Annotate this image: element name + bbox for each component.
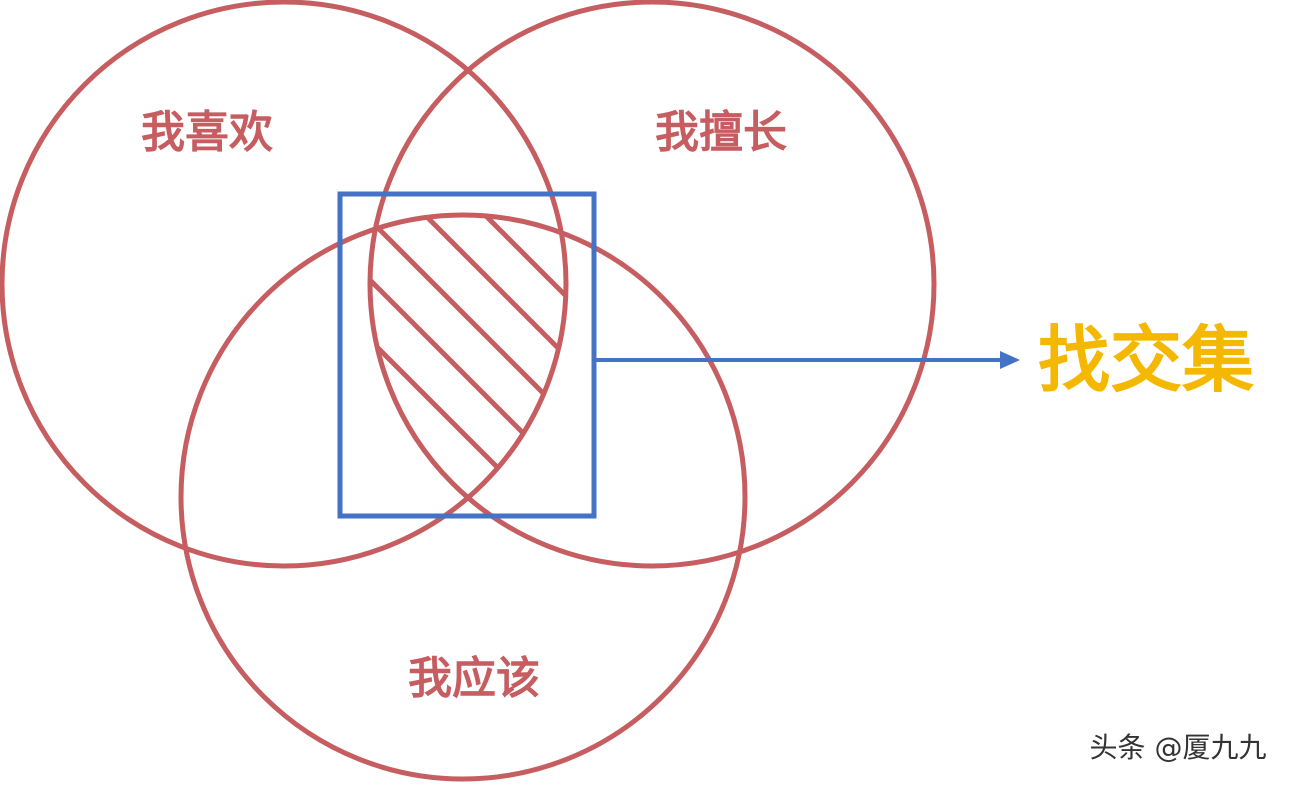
circle-like <box>0 0 569 569</box>
hatch-line <box>370 215 566 566</box>
intersection-hatch <box>370 215 566 566</box>
hatch-line <box>370 215 566 566</box>
label-good-at: 我擅长 <box>655 107 787 158</box>
hatch-line <box>370 215 566 566</box>
arrow-right-icon <box>594 351 1020 369</box>
hatch-line <box>370 215 566 566</box>
watermark: 头条 @厦九九 <box>1090 731 1267 764</box>
circle-should <box>178 212 748 782</box>
hatch-line <box>370 215 566 566</box>
highlight-box <box>337 191 597 519</box>
label-intersection: 找交集 <box>1038 318 1254 402</box>
circle-good-at <box>367 0 937 569</box>
arrow-head <box>1000 351 1020 369</box>
label-should: 我应该 <box>408 653 540 704</box>
label-like: 我喜欢 <box>141 107 273 158</box>
